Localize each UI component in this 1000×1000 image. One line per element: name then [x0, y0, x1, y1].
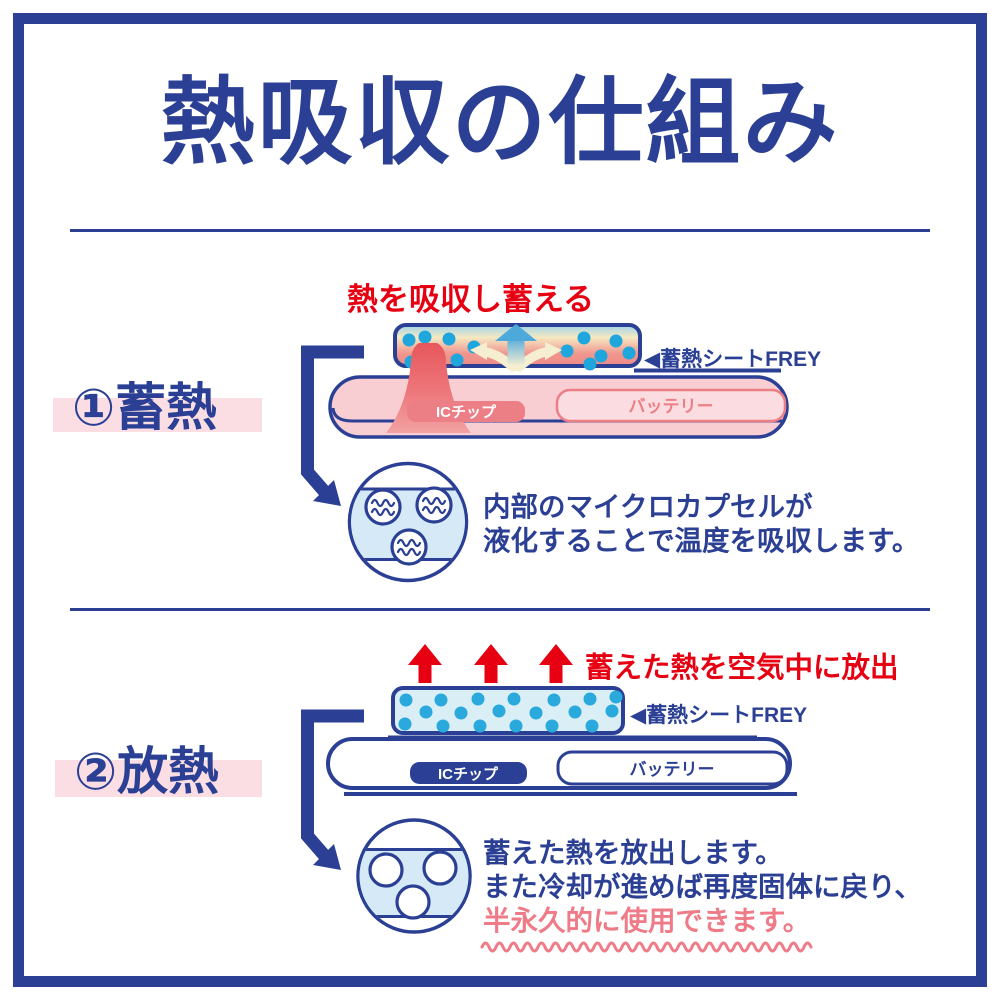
liquid-waves: [370, 496, 447, 557]
bracket-arrow: [301, 345, 364, 506]
battery-box-2: [556, 750, 789, 786]
red-up-arrow-1: [408, 644, 442, 683]
absorb-arrows: [470, 324, 562, 372]
bracket-arrow-2: [301, 709, 364, 870]
section1-highlight-band: [53, 398, 262, 432]
battery-label-2: バッテリー: [630, 760, 715, 779]
capsule-circle-liquid: [347, 461, 469, 583]
absorb-arrow-up-head: [495, 324, 537, 341]
frey-sheet-body-cool: [391, 686, 625, 735]
section2-desc-line2: また冷却が進めば再度固体に戻り、: [483, 871, 922, 902]
section2-desc-line1: 蓄えた熱を放出します。: [483, 837, 783, 868]
section2-diagram: 蓄えた熱を空気中に放出 ◀蓄熱シートFREY: [301, 644, 922, 953]
section1-label: ①蓄熱: [72, 379, 217, 436]
wavy-underline: [480, 941, 813, 953]
ic-chip-label-2: ICチップ: [438, 766, 499, 783]
heat-release-arrows: [408, 644, 573, 683]
device-bottom-face-line: [331, 407, 785, 423]
ic-chip-box: [407, 401, 525, 422]
bracket-arrowhead: [313, 480, 341, 506]
section2-heading: ②放熱: [55, 743, 262, 800]
section2-sheet-label: ◀蓄熱シートFREY: [630, 704, 807, 727]
capsule-circle-solid: [356, 818, 472, 934]
page-title: 熱吸収の仕組み: [160, 70, 840, 176]
solid-capsules: [368, 850, 458, 920]
divider-middle: [70, 608, 930, 611]
microcapsule-dots-cool: [398, 690, 623, 733]
ic-chip-box-2: [410, 762, 527, 784]
section1-sheet-label: ◀蓄熱シートFREY: [644, 348, 821, 371]
absorb-arrow-right-head: [545, 342, 562, 360]
bracket-arrowhead-2: [313, 844, 341, 870]
frey-sheet-cool: [391, 686, 625, 735]
red-up-arrow-2: [474, 644, 508, 683]
section2-label: ②放熱: [74, 743, 219, 800]
section1-desc-line2: 液化することで温度を吸収します。: [483, 525, 919, 556]
section1-desc-line1: 内部のマイクロカプセルが: [483, 491, 813, 522]
section2-caption: 蓄えた熱を空気中に放出: [585, 651, 899, 684]
absorb-arrow-up-shaft: [507, 338, 525, 366]
red-up-arrow-3: [539, 644, 573, 683]
absorb-arrow-left-head: [470, 342, 487, 360]
section1-heading: ①蓄熱: [53, 379, 262, 436]
outer-frame-border: [13, 13, 987, 987]
ic-chip-label: ICチップ: [436, 404, 497, 421]
section2-highlight-band: [55, 760, 262, 797]
section2-desc-line3: 半永久的に使用できます。: [483, 905, 810, 936]
battery-box: [555, 388, 787, 423]
section1-diagram: 熱を吸収し蓄える ◀蓄熱シートFREY: [301, 282, 919, 583]
battery-label: バッテリー: [629, 397, 714, 416]
section1-caption: 熱を吸収し蓄える: [347, 282, 594, 317]
divider-top: [70, 229, 930, 232]
